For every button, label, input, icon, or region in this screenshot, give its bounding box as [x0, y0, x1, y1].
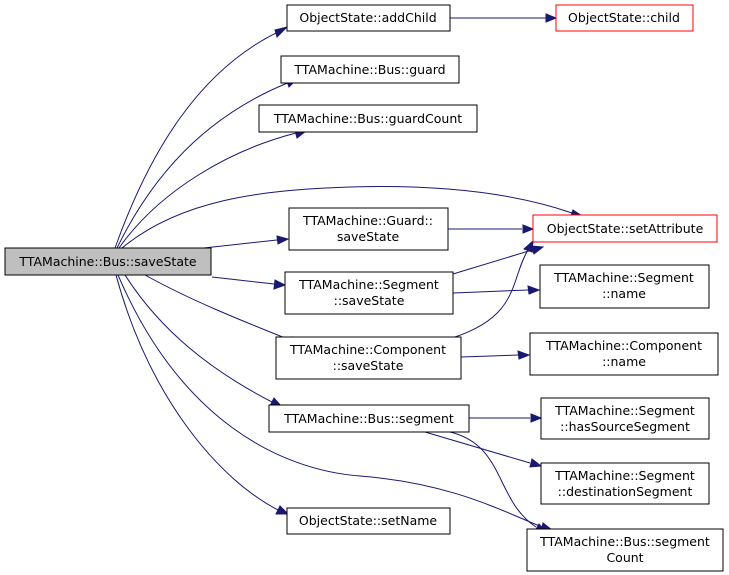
node-addchild[interactable]: ObjectState::addChild — [286, 4, 451, 32]
svg-text:saveState: saveState — [337, 229, 400, 244]
edge-compsave-compname — [460, 354, 519, 358]
node-setattribute[interactable]: ObjectState::setAttribute — [532, 214, 718, 243]
arrowhead-setattribute-comp — [523, 239, 534, 253]
edge-root-guardcount — [118, 132, 297, 249]
edge-root-addchild — [114, 31, 279, 249]
edge-segsave-setattribute — [452, 249, 533, 275]
node-setname[interactable]: ObjectState::setName — [286, 507, 451, 535]
edge-root-segcount — [117, 274, 543, 528]
node-segcount[interactable]: TTAMachine::Bus::segment Count — [526, 528, 724, 572]
edges — [114, 17, 573, 528]
arrowhead-setattribute-guard — [522, 224, 535, 234]
edge-root-setname — [115, 274, 279, 511]
edge-compsave-setattribute — [454, 249, 529, 338]
arrowhead-child — [545, 13, 558, 23]
node-destseg[interactable]: TTAMachine::Segment ::destinationSegment — [540, 462, 710, 505]
svg-text:::saveState: ::saveState — [333, 358, 404, 373]
svg-text:TTAMachine::Bus::segment: TTAMachine::Bus::segment — [539, 534, 710, 549]
svg-text:::hasSourceSegment: ::hasSourceSegment — [560, 419, 690, 434]
arrowhead-segname — [527, 285, 541, 295]
svg-text:ObjectState::setAttribute: ObjectState::setAttribute — [547, 221, 704, 236]
svg-text:ObjectState::addChild: ObjectState::addChild — [299, 10, 436, 25]
edge-root-setattribute — [121, 186, 573, 249]
svg-text:::name: ::name — [602, 354, 646, 369]
arrowhead-compname — [517, 350, 531, 360]
arrowhead-setname — [275, 505, 290, 515]
edge-root-guardsave — [203, 239, 278, 249]
node-child[interactable]: ObjectState::child — [555, 4, 694, 32]
svg-text:ObjectState::setName: ObjectState::setName — [299, 513, 438, 528]
node-guardsave[interactable]: TTAMachine::Guard:: saveState — [288, 207, 449, 251]
svg-text:::destinationSegment: ::destinationSegment — [558, 484, 693, 499]
node-compsave[interactable]: TTAMachine::Component ::saveState — [275, 336, 462, 380]
svg-text:TTAMachine::Bus::guard: TTAMachine::Bus::guard — [293, 62, 445, 77]
arrowhead-segsave — [273, 279, 287, 290]
svg-text:TTAMachine::Bus::guardCount: TTAMachine::Bus::guardCount — [273, 111, 462, 126]
nodes: TTAMachine::Bus::saveState ObjectState::… — [4, 4, 724, 572]
svg-text:TTAMachine::Segment: TTAMachine::Segment — [553, 270, 694, 285]
svg-text:TTAMachine::Segment: TTAMachine::Segment — [554, 468, 695, 483]
edge-bussegment-segcount — [449, 431, 537, 528]
node-segname[interactable]: TTAMachine::Segment ::name — [539, 264, 710, 309]
svg-text:TTAMachine::Segment: TTAMachine::Segment — [298, 277, 439, 292]
node-bussegment[interactable]: TTAMachine::Bus::segment — [268, 404, 470, 433]
edge-bussegment-destseg — [424, 431, 531, 464]
arrowhead-destseg — [529, 458, 543, 468]
arrowhead-hassource — [530, 413, 543, 423]
node-hassource[interactable]: TTAMachine::Segment ::hasSourceSegment — [540, 397, 710, 440]
svg-text:TTAMachine::Bus::segment: TTAMachine::Bus::segment — [283, 411, 454, 426]
edge-root-bussegment — [124, 274, 273, 403]
svg-text:TTAMachine::Segment: TTAMachine::Segment — [554, 403, 695, 418]
node-root[interactable]: TTAMachine::Bus::saveState — [4, 247, 212, 276]
arrowhead-guardsave — [276, 235, 290, 245]
node-guard[interactable]: TTAMachine::Bus::guard — [280, 55, 460, 84]
svg-text:TTAMachine::Bus::saveState: TTAMachine::Bus::saveState — [18, 254, 196, 269]
arrowhead-addchild — [274, 26, 289, 38]
edge-root-compsave — [144, 274, 291, 341]
edge-root-guard — [116, 81, 291, 249]
svg-text:::name: ::name — [602, 286, 646, 301]
node-guardcount[interactable]: TTAMachine::Bus::guardCount — [258, 104, 478, 133]
edge-root-segsave — [211, 276, 275, 285]
svg-text:ObjectState::child: ObjectState::child — [568, 10, 680, 25]
node-segsave[interactable]: TTAMachine::Segment ::saveState — [284, 271, 454, 315]
svg-text:Count: Count — [606, 550, 643, 565]
svg-text:TTAMachine::Component: TTAMachine::Component — [289, 342, 446, 357]
svg-text:::saveState: ::saveState — [334, 293, 405, 308]
svg-text:TTAMachine::Guard::: TTAMachine::Guard:: — [302, 213, 433, 228]
svg-text:TTAMachine::Component: TTAMachine::Component — [545, 338, 702, 353]
node-compname[interactable]: TTAMachine::Component ::name — [529, 332, 719, 376]
edge-segsave-segname — [452, 289, 529, 294]
